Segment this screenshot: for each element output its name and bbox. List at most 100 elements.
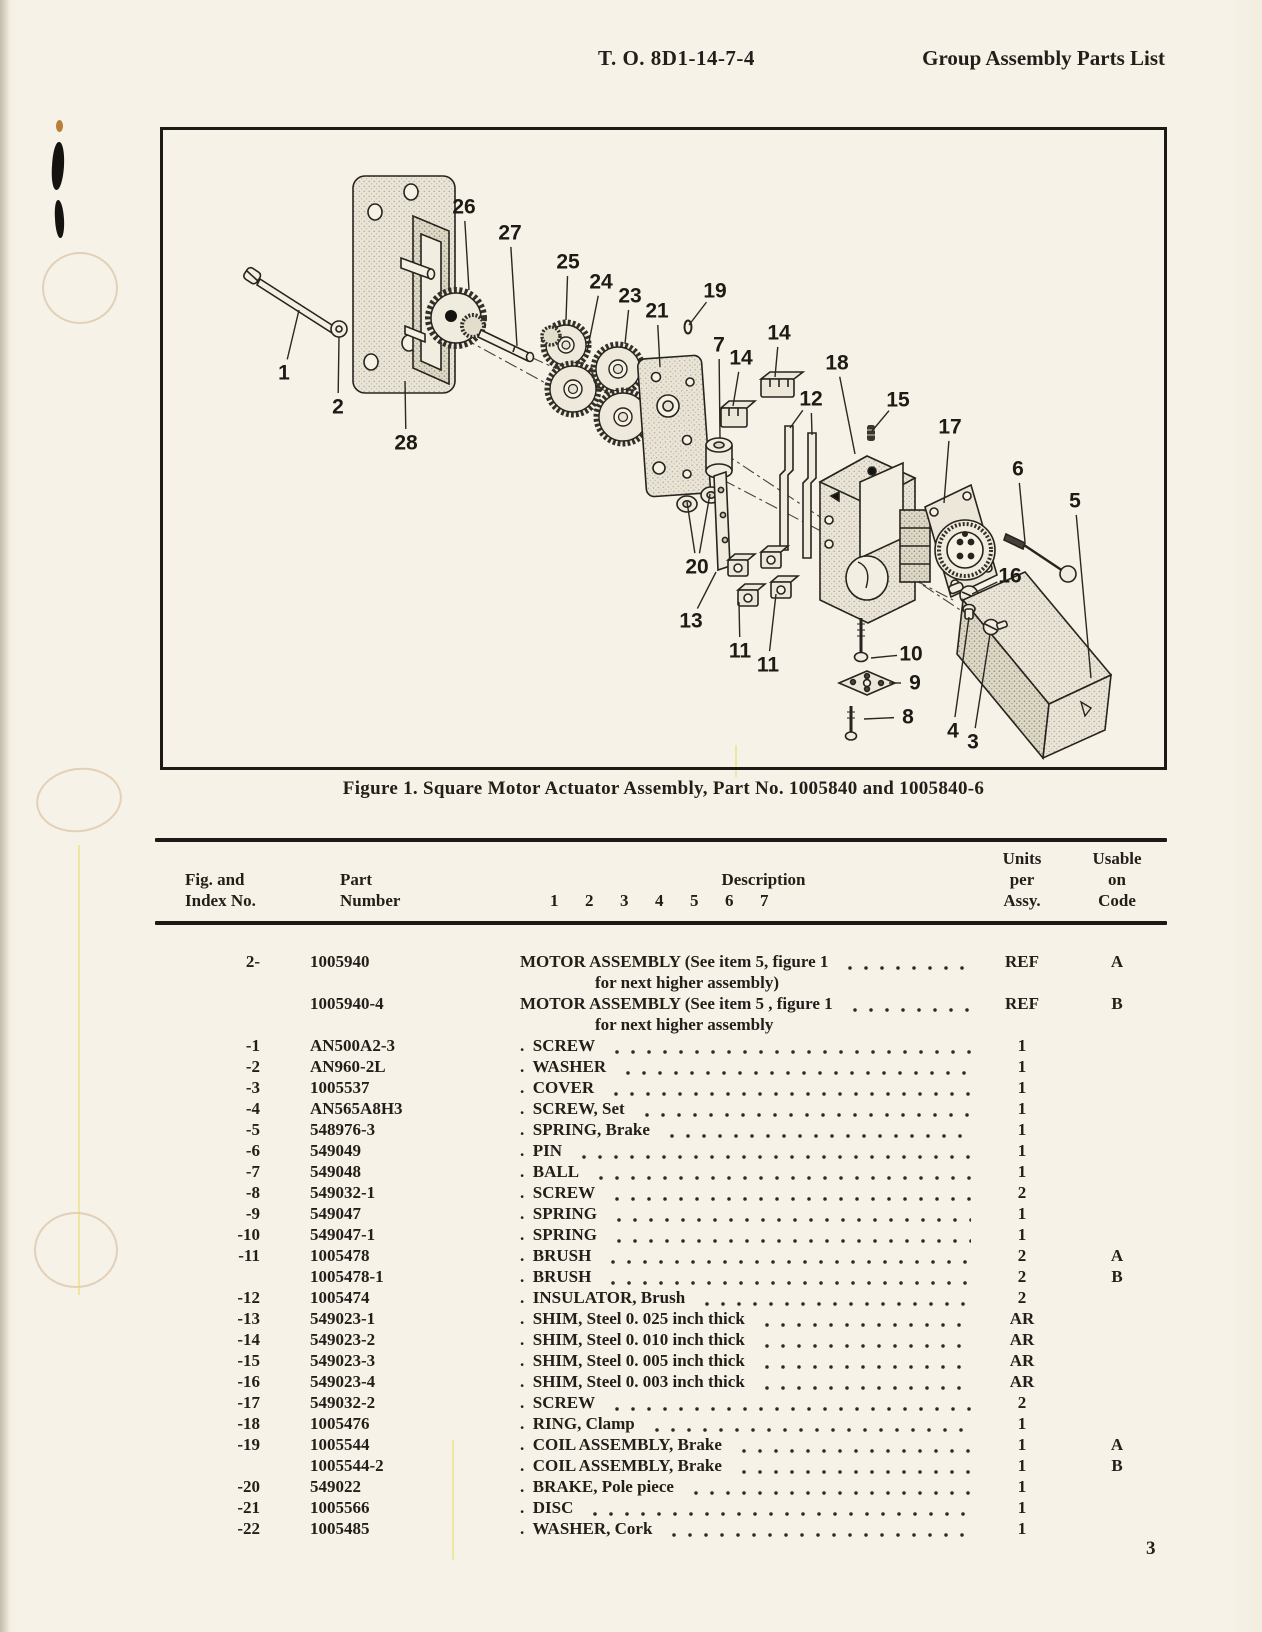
callout-leader-line	[870, 654, 898, 659]
description-text: . COIL ASSEMBLY, Brake	[520, 1434, 722, 1454]
cell-index: -12	[237, 1287, 260, 1307]
cell-description: . SPRING	[520, 1202, 977, 1224]
callout-leader-line	[971, 581, 998, 595]
cell-description-cont: for next higher assembly)	[595, 972, 780, 992]
callout-number: 9	[909, 672, 921, 695]
dot-leader	[685, 1475, 971, 1497]
cell-description: . SCREW	[520, 1034, 977, 1056]
cell-description-cont: for next higher assembly	[595, 1014, 774, 1034]
page-number: 3	[1146, 1538, 1156, 1559]
description-text: . SHIM, Steel 0. 010 inch thick	[520, 1329, 745, 1349]
part-washer-2	[330, 320, 348, 338]
cell-part-number: 549048	[310, 1161, 361, 1181]
cell-usable-on-code: A	[1110, 1434, 1124, 1454]
table-row-continuation: for next higher assembly	[155, 1014, 1167, 1035]
callout-number: 18	[825, 352, 849, 375]
cell-description: . BALL	[520, 1160, 977, 1182]
callout-leader-line	[738, 601, 741, 638]
part-screw-10	[853, 618, 869, 663]
cell-part-number: AN500A2-3	[310, 1035, 395, 1055]
cell-index: -14	[237, 1329, 260, 1349]
hole-punch-ghost	[34, 1212, 118, 1288]
dot-leader	[608, 1202, 971, 1224]
dot-leader	[840, 950, 971, 972]
cell-index: -1	[245, 1035, 260, 1055]
cell-index: -17	[237, 1392, 260, 1412]
dot-leader	[606, 1076, 971, 1098]
cell-part-number: 1005544-2	[310, 1455, 384, 1475]
callout-number: 14	[729, 347, 753, 370]
description-text: . SCREW	[520, 1035, 596, 1055]
cell-units-per-assy: 1	[1017, 1056, 1027, 1076]
callout-leader-line	[863, 716, 895, 720]
cell-description: MOTOR ASSEMBLY (See item 5 , figure 1	[520, 992, 977, 1014]
table-row: -14 549023-2 . SHIM, Steel 0. 010 inch thi…	[155, 1328, 1167, 1350]
cell-description: . SHIM, Steel 0. 010 inch thick	[520, 1328, 977, 1350]
callout-leader-line	[286, 309, 300, 360]
cell-index: -15	[237, 1350, 260, 1370]
cell-units-per-assy: AR	[1009, 1329, 1035, 1349]
scan-line-artifact	[735, 745, 737, 777]
cell-index: -9	[245, 1203, 260, 1223]
part-screw-3-head	[982, 618, 1008, 636]
description-text: . SCREW, Set	[520, 1098, 625, 1118]
description-text: . COIL ASSEMBLY, Brake	[520, 1455, 722, 1475]
callout-number: 1	[278, 362, 290, 385]
callout-leader-line	[789, 409, 804, 429]
hole-punch-ghost	[31, 762, 127, 838]
callout-leader-line	[657, 324, 661, 368]
cell-description: . INSULATOR, Brush	[520, 1286, 977, 1308]
cell-part-number: 1005537	[310, 1077, 370, 1097]
section-title: Group Assembly Parts List	[922, 46, 1165, 70]
col-header-usable: Usable	[1092, 849, 1142, 868]
callout-number: 4	[947, 720, 959, 743]
cell-units-per-assy: 1	[1017, 1203, 1027, 1223]
dot-leader	[661, 1118, 971, 1140]
description-text: . BRAKE, Pole piece	[520, 1476, 674, 1496]
scan-edge-shadow	[0, 0, 10, 1632]
cell-part-number: 549023-2	[310, 1329, 376, 1349]
callout-number: 19	[703, 280, 726, 303]
part-holder-13	[713, 470, 731, 572]
description-text: . SCREW	[520, 1182, 596, 1202]
cell-part-number: 549023-4	[310, 1371, 376, 1391]
cell-usable-on-code: B	[1111, 1266, 1123, 1286]
cell-part-number: 1005478-1	[310, 1266, 384, 1286]
description-text: . BALL	[520, 1161, 580, 1181]
callout-leader-line	[732, 371, 740, 407]
cell-units-per-assy: 1	[1017, 1476, 1027, 1496]
cell-units-per-assy: 1	[1017, 1518, 1027, 1538]
cell-part-number: 549032-2	[310, 1392, 376, 1412]
cell-units-per-assy: 1	[1017, 1455, 1027, 1475]
dot-leader	[618, 1055, 971, 1077]
cell-units-per-assy: 2	[1017, 1392, 1027, 1412]
cell-units-per-assy: 2	[1017, 1245, 1027, 1265]
table-row: -1 AN500A2-3 . SCREW 1	[155, 1034, 1167, 1056]
cell-description: . SCREW	[520, 1181, 977, 1203]
description-text: . WASHER, Cork	[520, 1518, 653, 1538]
figure-callouts: 1228262725242321197141412181517651620131…	[278, 196, 1092, 754]
callout-leader-line	[464, 220, 470, 291]
cell-part-number: 1005478	[310, 1245, 370, 1265]
cell-index: -18	[237, 1413, 260, 1433]
callout-leader-line	[510, 246, 518, 347]
description-text: . SPRING, Brake	[520, 1119, 650, 1139]
part-setscrew-4	[962, 603, 976, 620]
cell-units-per-assy: 1	[1017, 1035, 1027, 1055]
cell-index: -13	[237, 1308, 260, 1328]
hole-punch-ghost	[42, 252, 118, 324]
